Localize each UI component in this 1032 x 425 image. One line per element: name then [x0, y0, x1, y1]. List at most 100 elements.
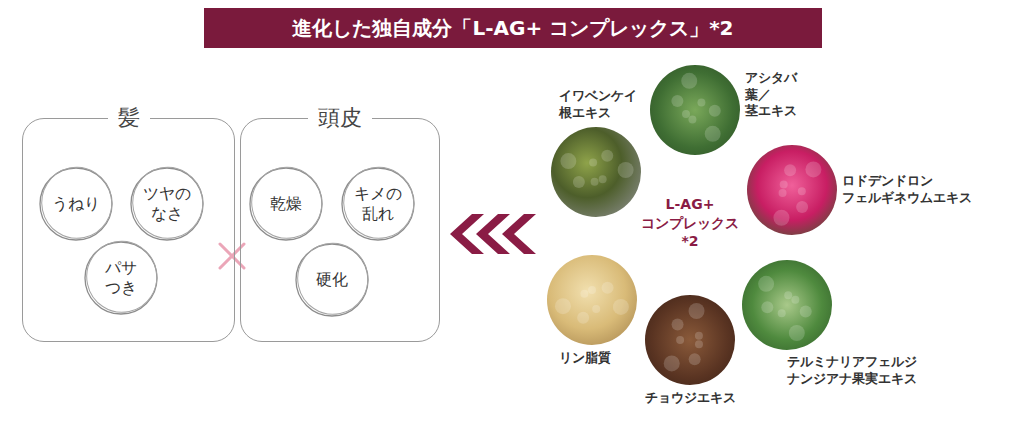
ring-stroke — [337, 161, 420, 245]
concern-circle: ツヤの なさ — [129, 166, 205, 242]
photo-disc — [547, 255, 637, 345]
concern-text: 乾燥 — [270, 194, 302, 214]
photo-texture — [555, 298, 571, 314]
photo-texture — [601, 150, 613, 162]
photo-texture — [709, 105, 721, 117]
photo-texture — [773, 210, 789, 226]
photo-texture — [681, 73, 697, 89]
photo-texture — [695, 340, 703, 348]
photo-texture — [577, 312, 589, 324]
photo-texture — [688, 116, 696, 124]
photo-illustration — [747, 145, 837, 235]
photo-texture — [560, 153, 576, 169]
photo-texture — [588, 286, 596, 294]
photo-texture — [689, 303, 705, 319]
photo-texture — [573, 176, 585, 188]
category-box: 頭皮乾燥キメの 乱れ硬化 — [240, 118, 440, 342]
photo-texture — [779, 189, 787, 197]
photo-texture — [784, 164, 796, 176]
photo-texture — [780, 181, 788, 189]
photo-texture — [697, 98, 705, 106]
photo-disc — [650, 65, 740, 155]
title-bar: 進化した独自成分「L-AG+ コンプレックス」*2 — [204, 8, 822, 48]
chevron — [502, 214, 536, 254]
ring-text-wrap: うねり — [52, 194, 100, 214]
photo-illustration — [742, 260, 832, 350]
photo-texture — [778, 309, 786, 317]
photo-texture — [618, 162, 634, 178]
photo-illustration — [645, 295, 735, 385]
photo-texture — [805, 161, 821, 177]
photo-texture — [800, 305, 812, 317]
concern-text: キメの 乱れ — [354, 184, 402, 224]
category-box: 髪うねりツヤの なさパサ つき — [22, 118, 235, 342]
photo-texture — [791, 296, 799, 304]
photo-texture — [671, 95, 683, 107]
ring-text-wrap: パサ つき — [105, 258, 137, 298]
ingredient-label: チョウジエキス — [645, 390, 736, 407]
ingredient-label: アシタバ 葉／茎エキス — [745, 70, 797, 121]
ring-stroke — [126, 161, 209, 245]
concern-circle: 乾燥 — [248, 166, 324, 242]
ingredient-photo: ロドデンドロン フェルギネウムエキス — [747, 145, 837, 235]
photo-texture — [695, 332, 703, 340]
ingredient-label: テルミナリアフェルジ ナンジアナ果実エキス — [787, 354, 917, 388]
photo-disc — [747, 145, 837, 235]
concern-circle: 硬化 — [294, 242, 370, 318]
photo-texture — [592, 305, 600, 313]
photo-illustration — [551, 127, 641, 217]
photo-texture — [676, 336, 684, 344]
ring-text-wrap: ツヤの なさ — [143, 184, 191, 224]
photo-texture — [705, 126, 721, 142]
ring-text-wrap: キメの 乱れ — [354, 184, 402, 224]
photo-texture — [784, 291, 792, 299]
photo-illustration — [547, 255, 637, 345]
ingredient-photo: アシタバ 葉／茎エキス — [650, 65, 740, 155]
ingredient-label: ロドデンドロン フェルギネウムエキス — [842, 173, 972, 207]
title-text: 進化した独自成分「L-AG+ コンプレックス」*2 — [292, 15, 733, 42]
photo-texture — [672, 319, 684, 331]
photo-texture — [798, 187, 806, 195]
photo-texture — [758, 276, 774, 292]
photo-illustration — [650, 65, 740, 155]
ingredient-label: リン脂質 — [559, 350, 611, 367]
photo-texture — [664, 355, 680, 371]
concern-circle: うねり — [38, 166, 114, 242]
photo-texture — [761, 301, 773, 313]
ingredient-photo: イワベンケイ 根エキス — [551, 127, 641, 217]
photo-disc — [742, 260, 832, 350]
ring-text-wrap: 乾燥 — [270, 194, 302, 214]
ingredient-photo: テルミナリアフェルジ ナンジアナ果実エキス — [742, 260, 832, 350]
ring-stroke — [245, 161, 328, 245]
box-heading: 頭皮 — [308, 104, 372, 132]
box-heading: 髪 — [108, 104, 150, 132]
concern-circle: キメの 乱れ — [340, 166, 416, 242]
ring-stroke — [291, 237, 374, 321]
ring-stroke — [80, 235, 163, 319]
concern-text: 硬化 — [316, 270, 348, 290]
complex-label: L-AG+ コンプレックス*2 — [641, 195, 739, 252]
photo-texture — [689, 353, 701, 365]
photo-disc — [551, 127, 641, 217]
photo-texture — [589, 159, 597, 167]
concern-text: ツヤの なさ — [143, 184, 191, 224]
photo-texture — [613, 299, 629, 315]
concern-text: うねり — [52, 194, 100, 214]
chevron-arrows — [450, 214, 536, 254]
ingredient-label: イワベンケイ 根エキス — [559, 88, 637, 122]
ingredient-photo: チョウジエキス — [645, 295, 735, 385]
photo-texture — [682, 110, 690, 118]
photo-disc — [645, 295, 735, 385]
concern-circle: パサ つき — [83, 240, 159, 316]
concern-text: パサ つき — [105, 258, 137, 298]
ring-stroke — [35, 161, 118, 245]
photo-texture — [599, 175, 607, 183]
photo-texture — [591, 178, 599, 186]
photo-texture — [602, 282, 614, 294]
photo-texture — [789, 325, 805, 341]
ingredient-photo: リン脂質 — [547, 255, 637, 345]
photo-texture — [580, 290, 588, 298]
photo-texture — [796, 201, 808, 213]
ring-text-wrap: 硬化 — [316, 270, 348, 290]
